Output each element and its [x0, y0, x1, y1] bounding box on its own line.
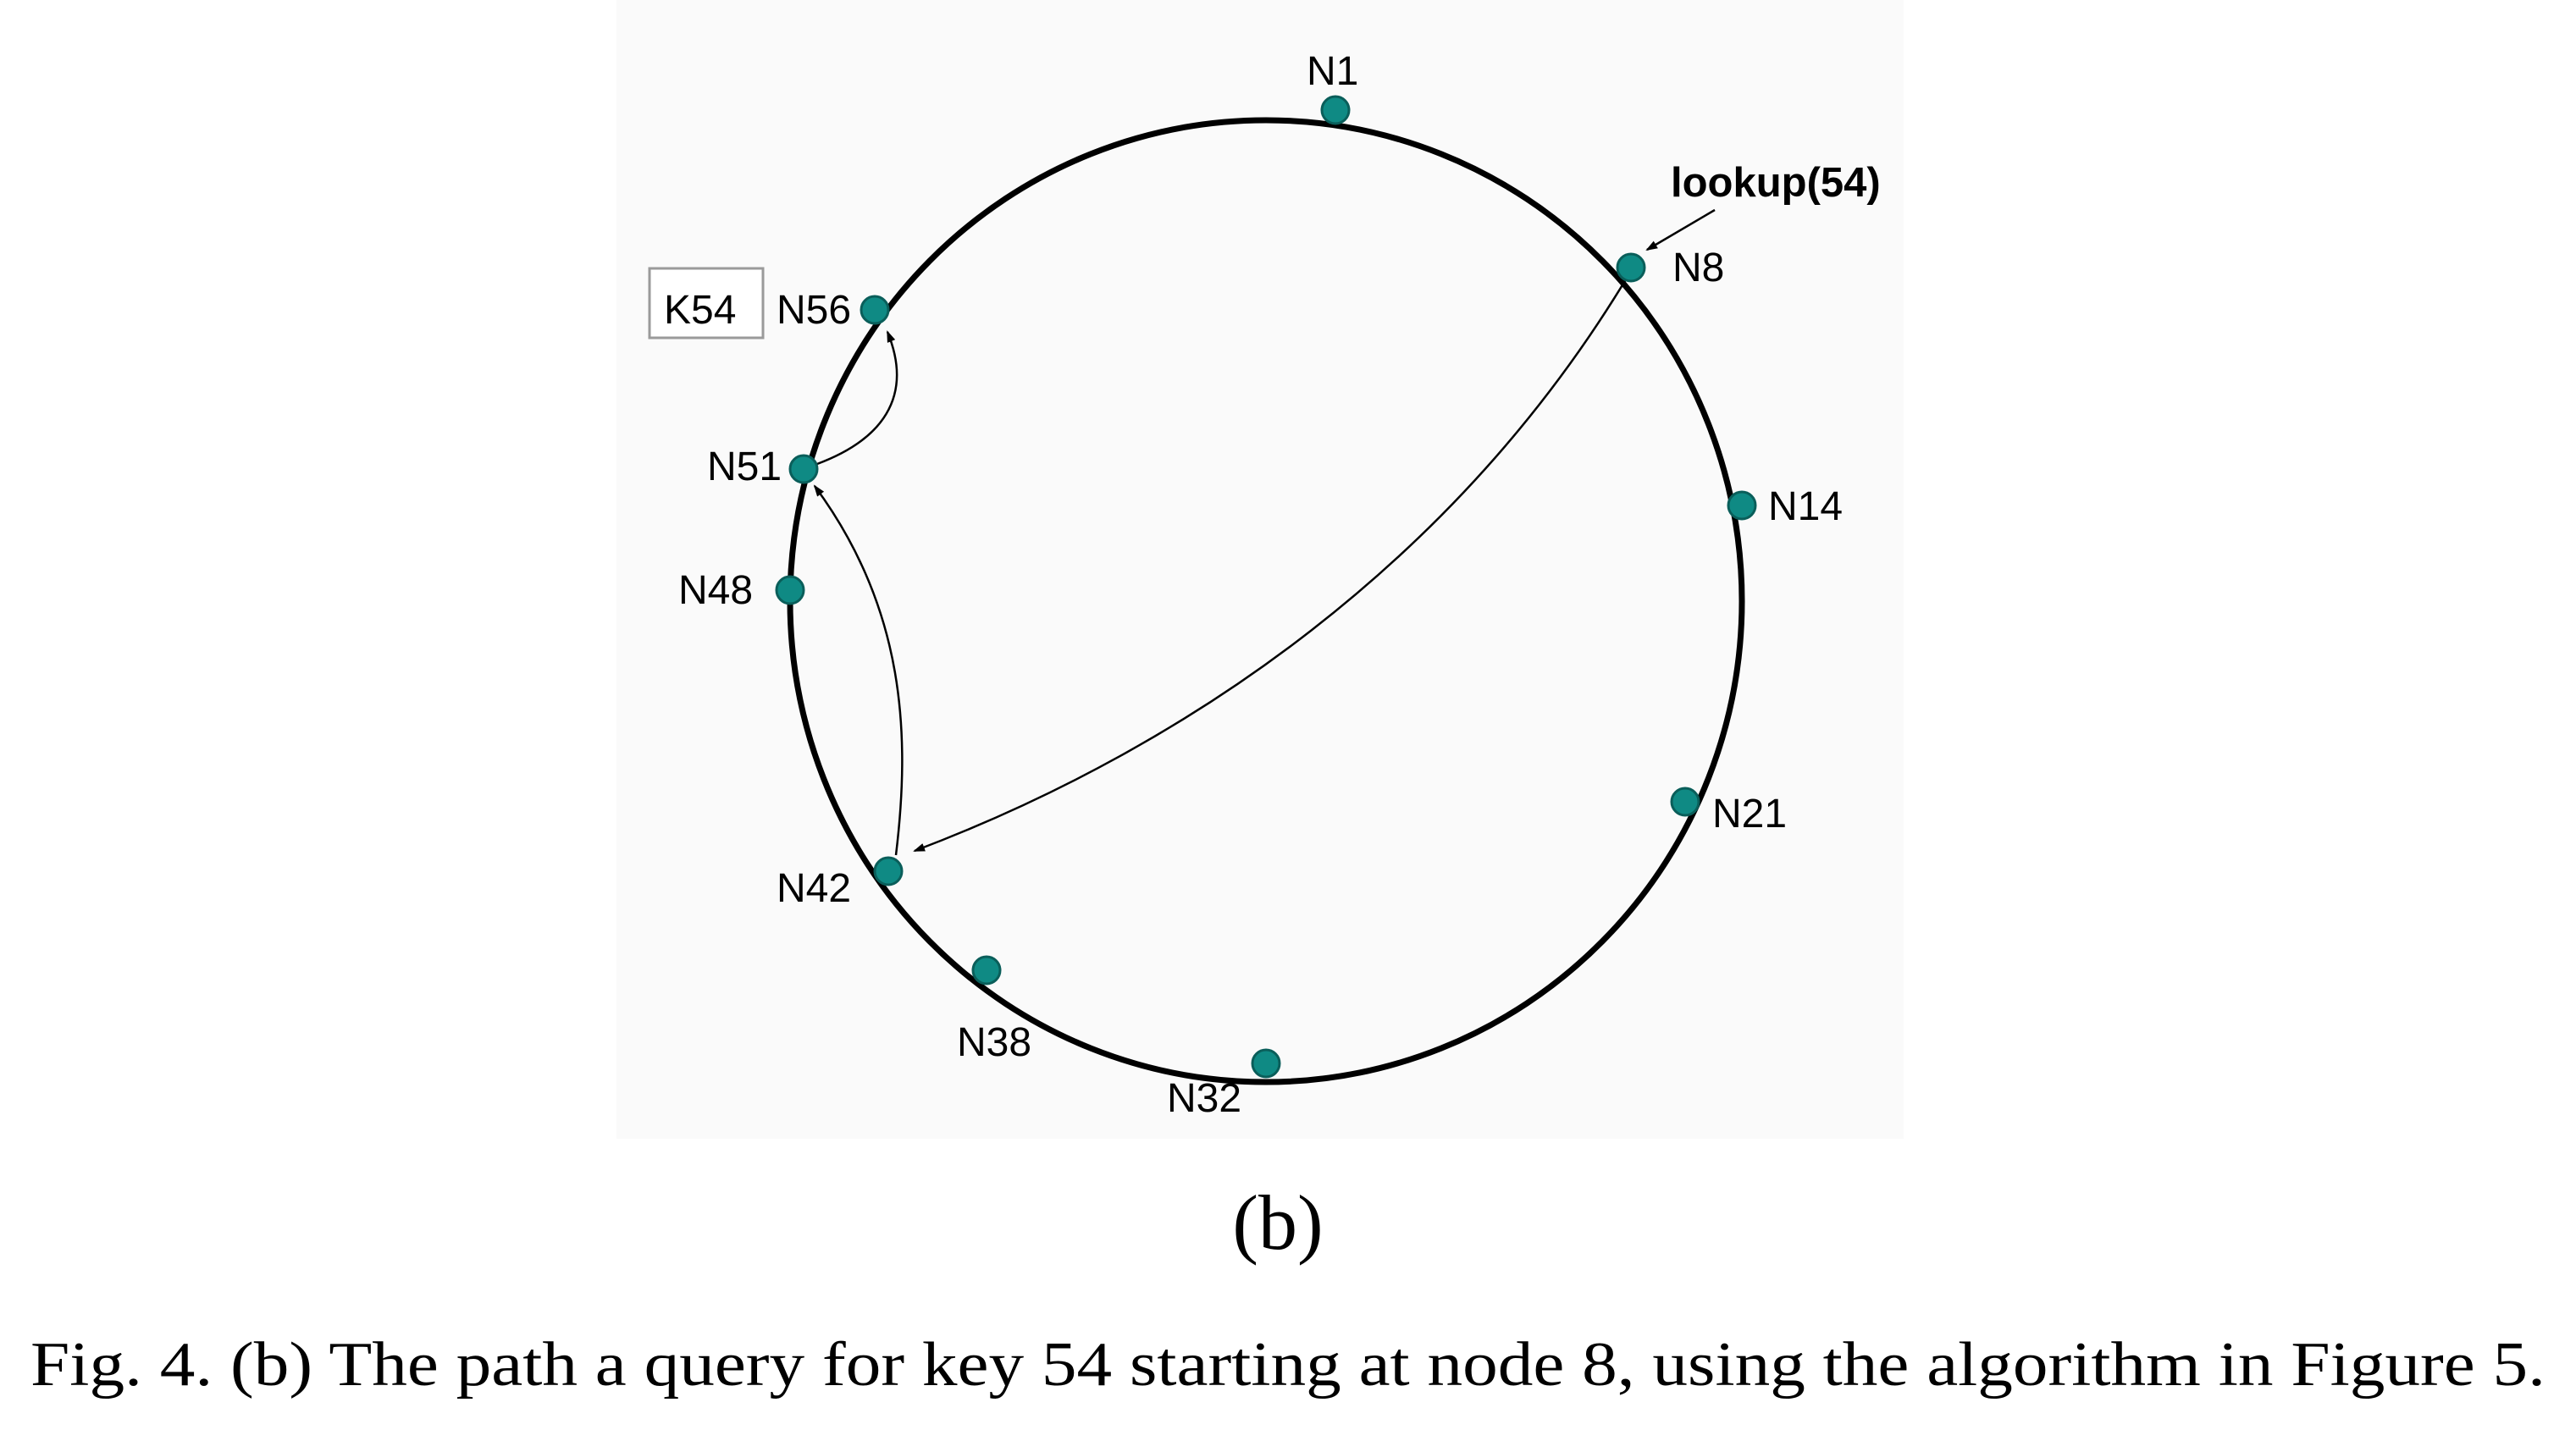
figure-sublabel: (b) [1232, 1179, 1323, 1266]
lookup-label: lookup(54) [1671, 160, 1881, 206]
node-n21 [1670, 787, 1700, 817]
hop-arrow-n51-to-n56 [816, 330, 898, 466]
node-label-n8: N8 [1672, 246, 1724, 290]
node-n14 [1727, 490, 1757, 521]
node-label-n38: N38 [957, 1020, 1031, 1065]
node-label-n21: N21 [1712, 792, 1787, 836]
node-label-n32: N32 [1167, 1076, 1241, 1121]
node-label-n48: N48 [678, 568, 753, 613]
node-n42 [873, 856, 904, 886]
node-n51 [788, 454, 819, 484]
node-label-n51: N51 [707, 444, 782, 489]
key-label: K54 [664, 288, 736, 333]
node-n48 [775, 575, 805, 605]
node-label-n14: N14 [1768, 484, 1843, 529]
node-n38 [971, 955, 1002, 986]
node-label-n42: N42 [777, 866, 851, 911]
node-n8 [1616, 252, 1646, 283]
hop-arrow-n8-to-n42 [913, 279, 1628, 853]
node-n32 [1251, 1048, 1281, 1079]
lookup-pointer-arrow [1645, 208, 1716, 251]
diagram-panel-background [616, 0, 1904, 1139]
node-label-n1: N1 [1307, 49, 1358, 94]
hop-arrow-n42-to-n51 [813, 484, 904, 856]
node-label-n56: N56 [777, 288, 851, 333]
node-n56 [860, 295, 890, 325]
key-box [648, 267, 765, 340]
figure-caption: Fig. 4. (b) The path a query for key 54 … [30, 1330, 2546, 1400]
node-n1 [1320, 95, 1351, 125]
